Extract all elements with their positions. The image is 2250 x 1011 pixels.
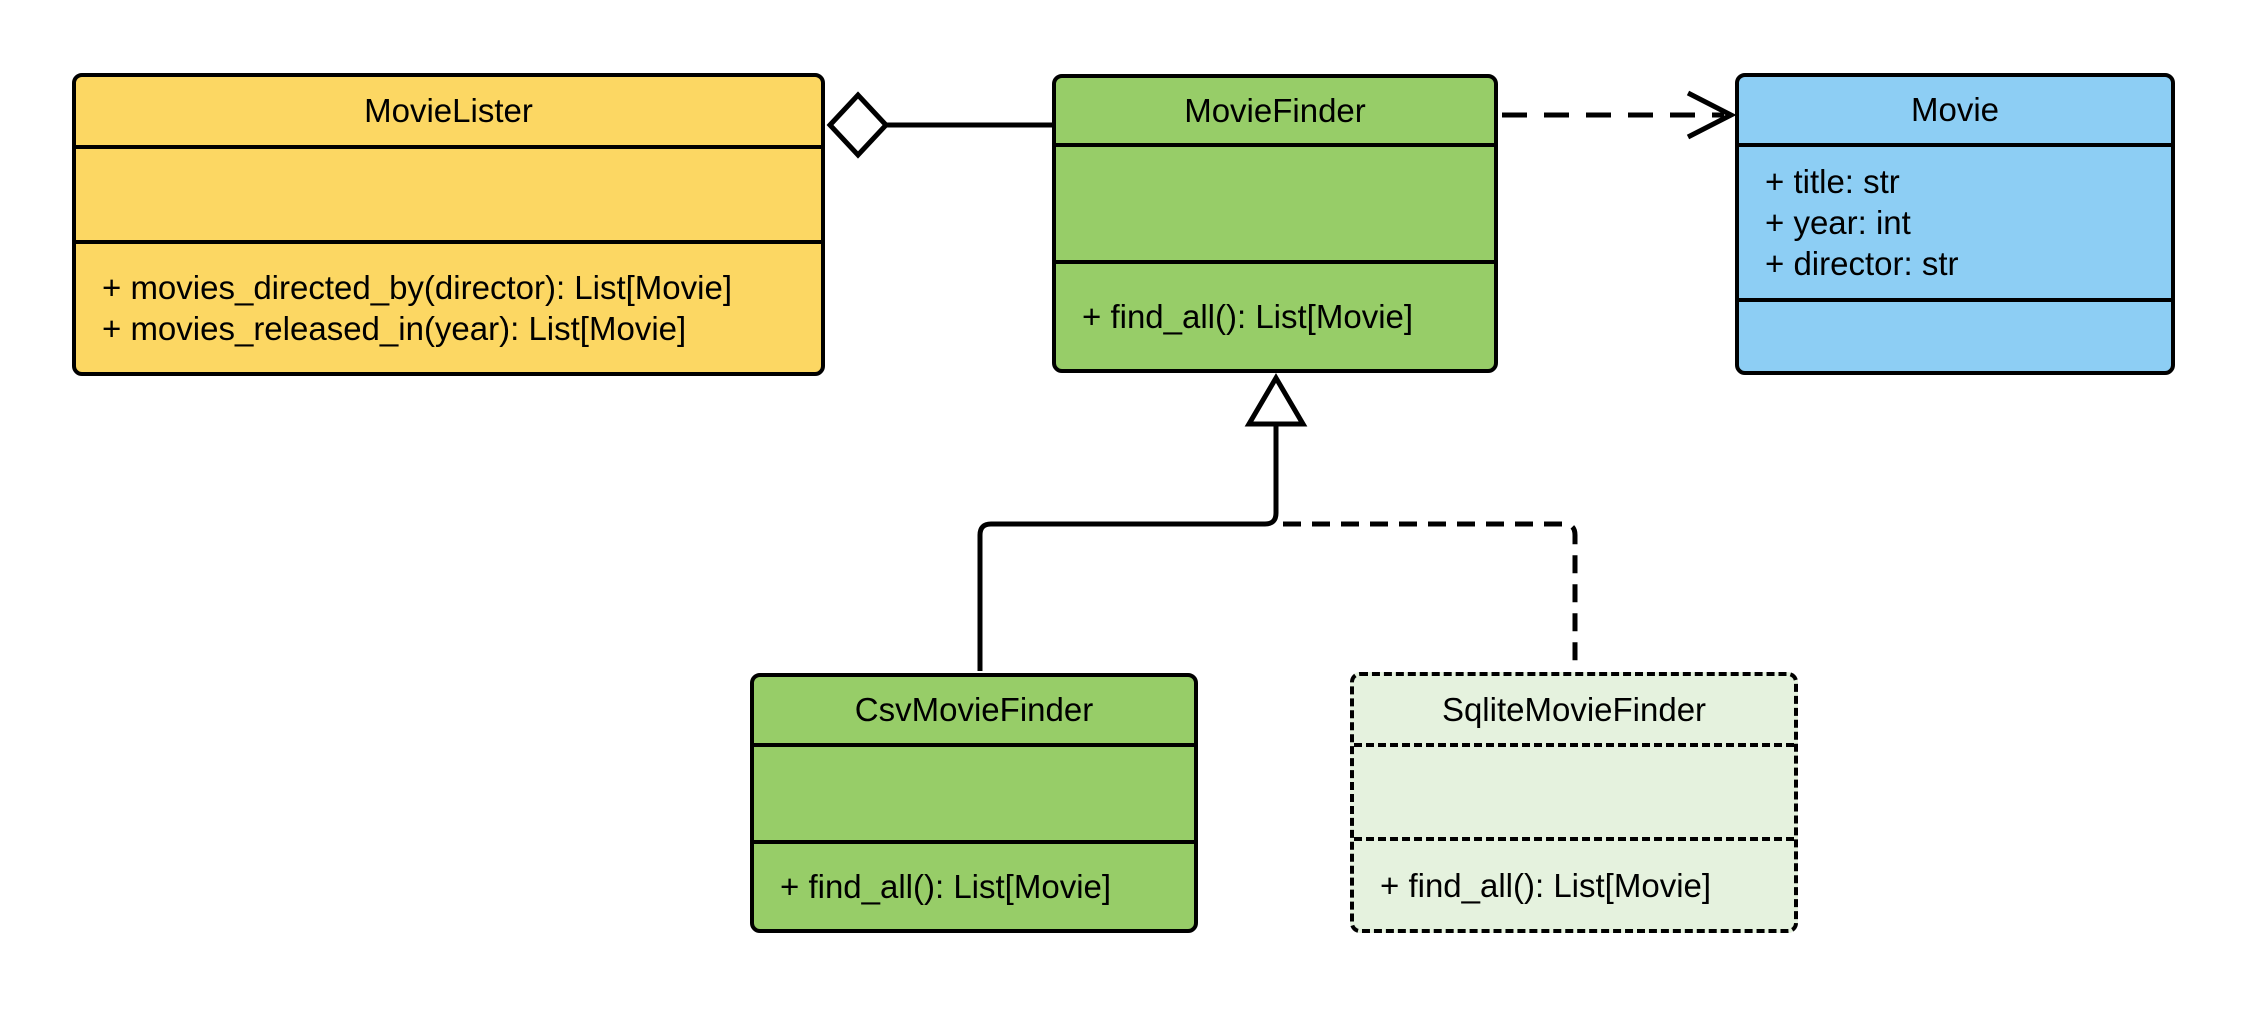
attribute-label: + year: int <box>1765 204 1911 241</box>
generalization-link-solid <box>977 424 1279 671</box>
class-box-csv-movie-finder: CsvMovieFinder + find_all(): List[Movie] <box>750 673 1198 933</box>
attributes-compartment <box>1056 143 1494 260</box>
methods-compartment <box>1739 298 2171 371</box>
class-title: SqliteMovieFinder <box>1441 690 1707 728</box>
dependency-arrowhead-icon <box>1686 90 1737 140</box>
class-title: MovieFinder <box>1184 91 1366 129</box>
class-title: Movie <box>1910 91 2000 128</box>
attribute-label: + director: str <box>1765 245 1959 282</box>
generalization-link-dashed <box>1283 521 1578 670</box>
method-label: + movies_released_in(year): List[Movie] <box>102 310 687 347</box>
class-title: MovieLister <box>364 92 533 129</box>
class-box-movie-lister: MovieLister + movies_directed_by(directo… <box>72 73 825 376</box>
methods-compartment: + find_all(): List[Movie] <box>754 840 1194 929</box>
method-label: + find_all(): List[Movie] <box>780 868 1112 905</box>
attribute-label: + title: str <box>1765 163 1900 200</box>
method-label: + find_all(): List[Movie] <box>1380 866 1712 904</box>
class-title: CsvMovieFinder <box>854 691 1094 728</box>
attributes-compartment <box>754 743 1194 840</box>
class-box-movie-finder: MovieFinder + find_all(): List[Movie] <box>1052 74 1498 373</box>
methods-compartment: + find_all(): List[Movie] <box>1354 837 1794 929</box>
class-box-movie: Movie + title: str + year: int + directo… <box>1735 73 2175 375</box>
method-label: + find_all(): List[Movie] <box>1082 298 1414 335</box>
methods-compartment: + find_all(): List[Movie] <box>1056 260 1494 369</box>
methods-compartment: + movies_directed_by(director): List[Mov… <box>76 240 821 372</box>
attributes-compartment <box>76 145 821 240</box>
attributes-compartment <box>1354 743 1794 837</box>
method-label: + movies_directed_by(director): List[Mov… <box>102 269 732 306</box>
attributes-compartment: + title: str + year: int + director: str <box>1739 143 2171 298</box>
aggregation-diamond-icon <box>826 91 890 159</box>
generalization-triangle-icon <box>1244 373 1308 427</box>
class-box-sqlite-movie-finder: SqliteMovieFinder + find_all(): List[Mov… <box>1350 672 1798 933</box>
